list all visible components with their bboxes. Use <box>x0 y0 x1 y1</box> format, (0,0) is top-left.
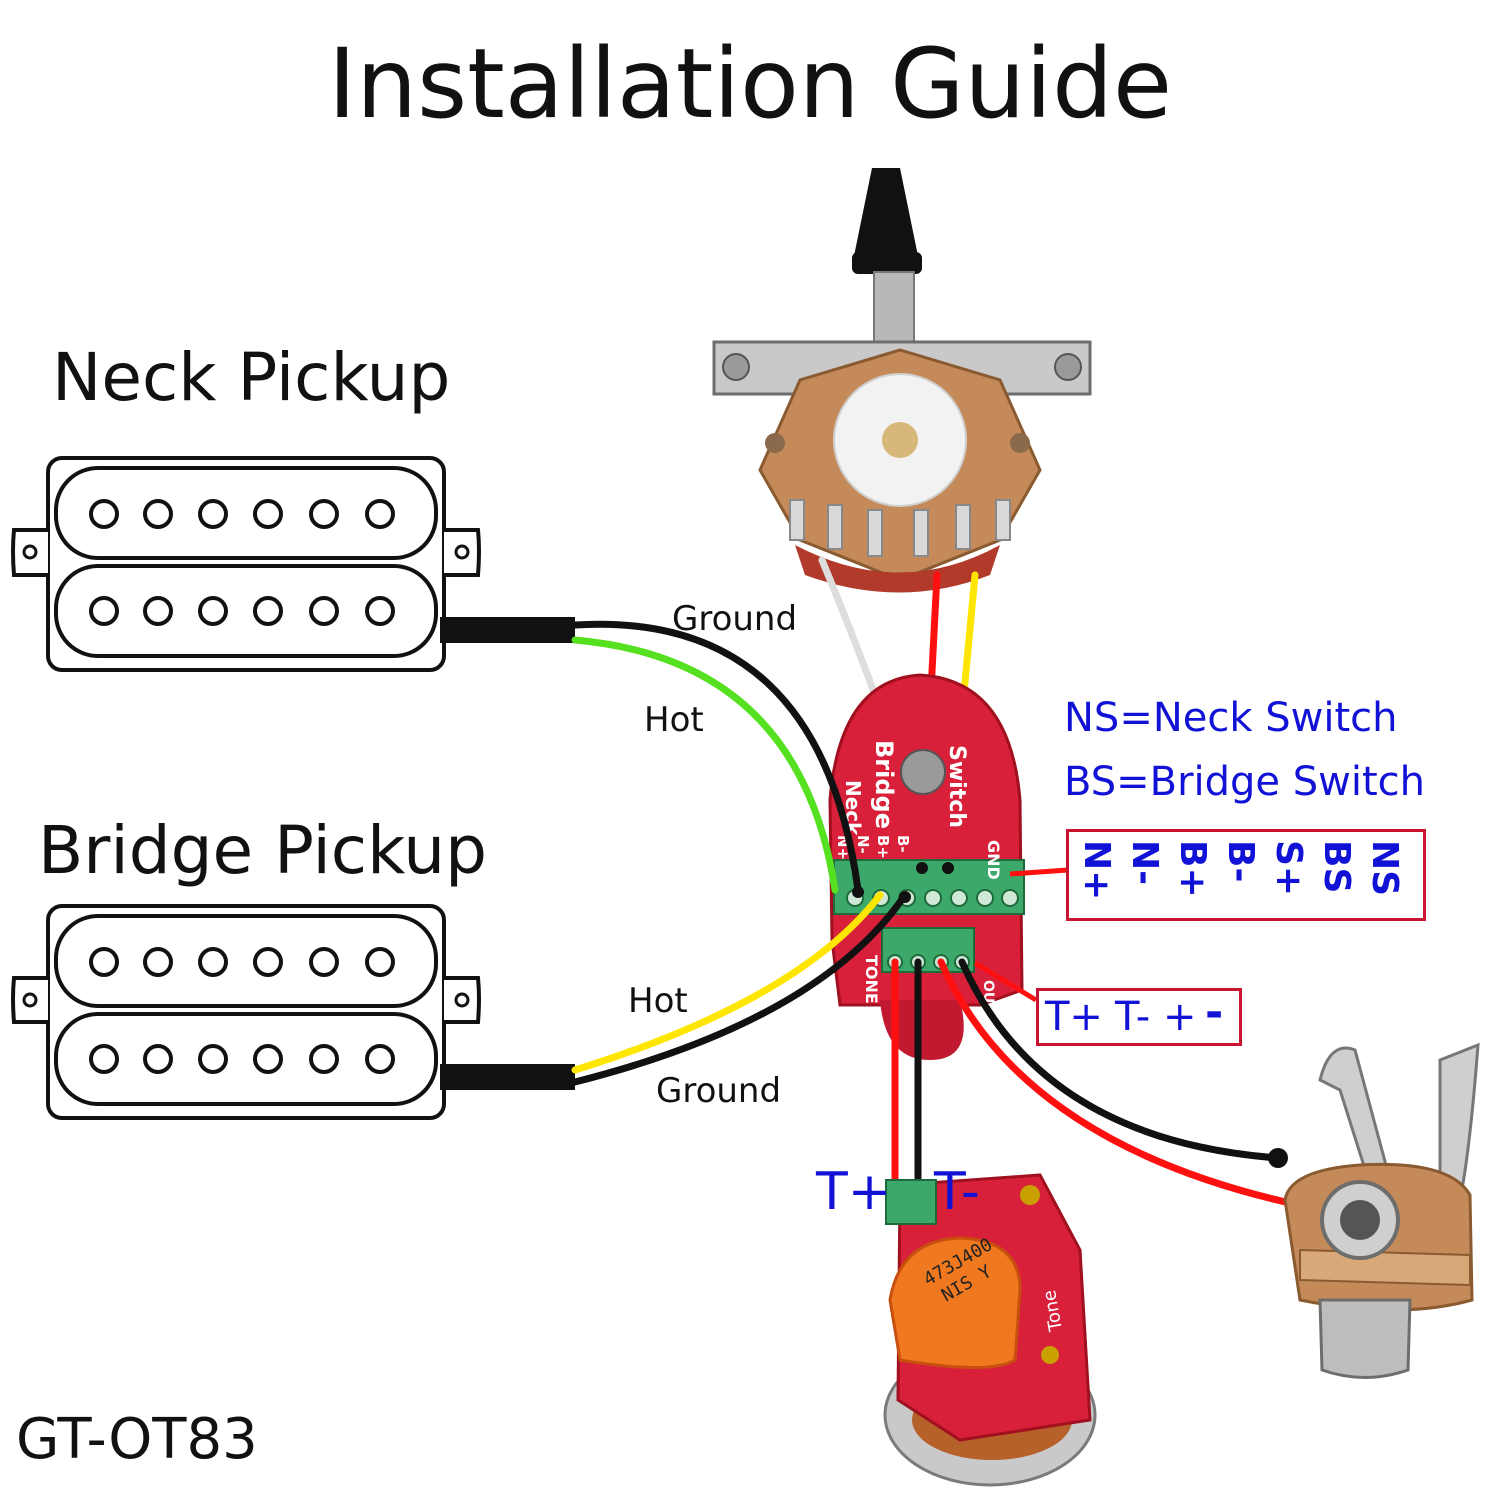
bridge-hot-label: Hot <box>628 981 688 1021</box>
terminal-b-minus: B- <box>1220 840 1261 883</box>
model-number: GT-OT83 <box>16 1407 258 1472</box>
tone-t-plus-label: T+ <box>816 1162 892 1222</box>
out-terminal-t-plus: T+ <box>1045 994 1103 1040</box>
neck-ground-wire <box>571 620 862 894</box>
bridge-cable <box>440 1064 575 1090</box>
page-title: Installation Guide <box>327 28 1173 140</box>
selector-switch <box>712 168 1092 593</box>
neck-ground-label: Ground <box>672 599 798 639</box>
main-terminal-legend: N+ N- B+ B- S+ BS NS <box>1066 829 1426 921</box>
neck-pickup-label: Neck Pickup <box>52 339 451 416</box>
bridge-hot-wire <box>571 891 884 1074</box>
terminal-ns: NS <box>1364 840 1405 897</box>
terminal-b-plus: B+ <box>1172 840 1213 898</box>
out-terminal-minus: - <box>1205 987 1224 1038</box>
board-label-gnd: GND <box>984 840 1003 880</box>
neck-pickup <box>11 456 575 672</box>
board-pin-n-minus: N- <box>854 835 872 854</box>
neck-hot-wire <box>571 636 839 894</box>
out-terminal-legend: T+ T- + - <box>1036 988 1242 1046</box>
out-terminal-plus: + <box>1163 994 1197 1040</box>
terminal-n-plus: N+ <box>1076 840 1117 901</box>
terminal-s-plus: S+ <box>1268 840 1309 897</box>
bridge-ground-wire <box>571 891 909 1086</box>
neck-hot-label: Hot <box>644 700 704 740</box>
bridge-ground-label: Ground <box>656 1071 782 1111</box>
switch-tip <box>854 168 918 256</box>
terminal-n-minus: N- <box>1124 840 1165 886</box>
terminal-bs: BS <box>1316 840 1357 894</box>
out-minus-wire <box>958 958 1282 1162</box>
board-label-bridge: Bridge <box>870 740 898 829</box>
legend-bridge-switch: BS=Bridge Switch <box>1064 759 1425 805</box>
switch-lever <box>873 271 915 353</box>
board-label-tone: TONE <box>862 955 881 1004</box>
board-pin-b-minus: B- <box>894 835 912 853</box>
out-terminal-t-minus: T- <box>1115 994 1151 1040</box>
bridge-pickup-label: Bridge Pickup <box>38 812 488 889</box>
tone-board: 473J400 NIS Y Tone <box>883 1173 1097 1487</box>
capacitor <box>888 1236 1022 1369</box>
board-pin-b-plus: B+ <box>874 835 892 859</box>
legend-neck-switch: NS=Neck Switch <box>1064 695 1398 741</box>
output-jack <box>1283 1042 1480 1379</box>
board-label-switch: Switch <box>944 745 969 828</box>
bridge-pickup <box>11 904 575 1120</box>
main-board: Bridge Neck Switch GND TONE OUT N+ N- B+… <box>828 673 1025 1060</box>
tone-t-minus-label: T- <box>934 1162 980 1222</box>
neck-cable <box>440 617 575 643</box>
